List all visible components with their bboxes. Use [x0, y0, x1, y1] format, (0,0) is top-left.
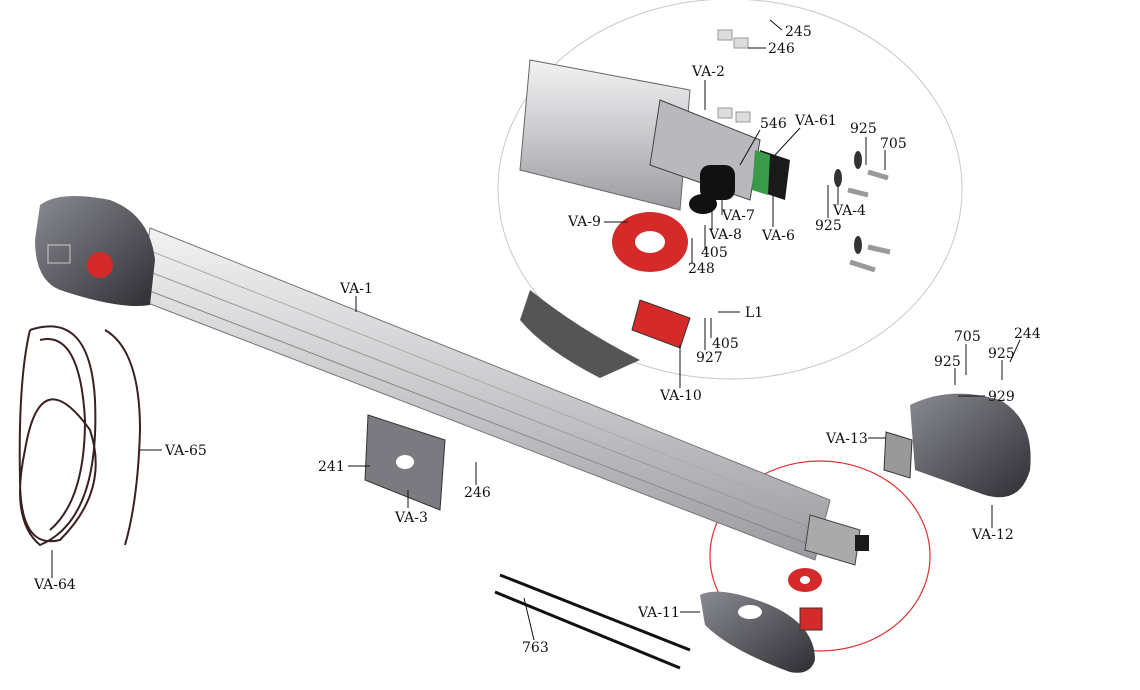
label-925: 925	[815, 218, 842, 234]
red-gear-icon	[87, 252, 113, 278]
label-va-8: VA-8	[708, 227, 742, 243]
left-head-unit	[35, 196, 155, 306]
label-va-1: VA-1	[339, 281, 373, 297]
label-l1: L1	[745, 305, 763, 321]
label-va-13: VA-13	[825, 431, 868, 447]
label-va-11: VA-11	[637, 605, 680, 621]
cable-va-65	[104, 329, 142, 546]
label-244: 244	[1014, 326, 1041, 342]
highlight-circle	[709, 460, 931, 652]
rail-va-1	[139, 227, 831, 561]
detail-rail-end	[519, 29, 891, 378]
label-405: 405	[712, 336, 739, 352]
label-245: 245	[785, 24, 812, 40]
label-va-61: VA-61	[794, 113, 837, 129]
label-va-12: VA-12	[971, 527, 1014, 543]
bracket-va-13	[883, 431, 913, 479]
label-546: 546	[760, 116, 787, 132]
label-929: 929	[988, 389, 1015, 405]
label-va-9: VA-9	[567, 214, 601, 230]
label-925: 925	[850, 121, 877, 137]
label-925: 925	[988, 346, 1015, 362]
label-va-10: VA-10	[659, 388, 702, 404]
rail-end-assembly	[804, 514, 861, 566]
label-246: 246	[768, 41, 795, 57]
label-246: 246	[464, 485, 491, 501]
detail-callout-circle	[497, 0, 963, 380]
label-241: 241	[318, 459, 345, 475]
cable-va-64	[18, 325, 97, 547]
leader-lines	[51, 19, 1021, 641]
label-705: 705	[954, 329, 981, 345]
label-va-6: VA-6	[761, 228, 795, 244]
label-705: 705	[880, 136, 907, 152]
label-927: 927	[696, 350, 723, 366]
end-cap-va-11	[700, 591, 815, 673]
label-va-4: VA-4	[832, 203, 866, 219]
label-925: 925	[934, 354, 961, 370]
label-405: 405	[701, 245, 728, 261]
label-va-64: VA-64	[33, 577, 76, 593]
label-va-7: VA-7	[721, 208, 755, 224]
label-va-65: VA-65	[164, 443, 207, 459]
label-763: 763	[522, 640, 549, 656]
label-248: 248	[688, 261, 715, 277]
label-va-3: VA-3	[394, 510, 428, 526]
end-cap-va-12	[910, 393, 1031, 498]
label-va-2: VA-2	[691, 64, 725, 80]
